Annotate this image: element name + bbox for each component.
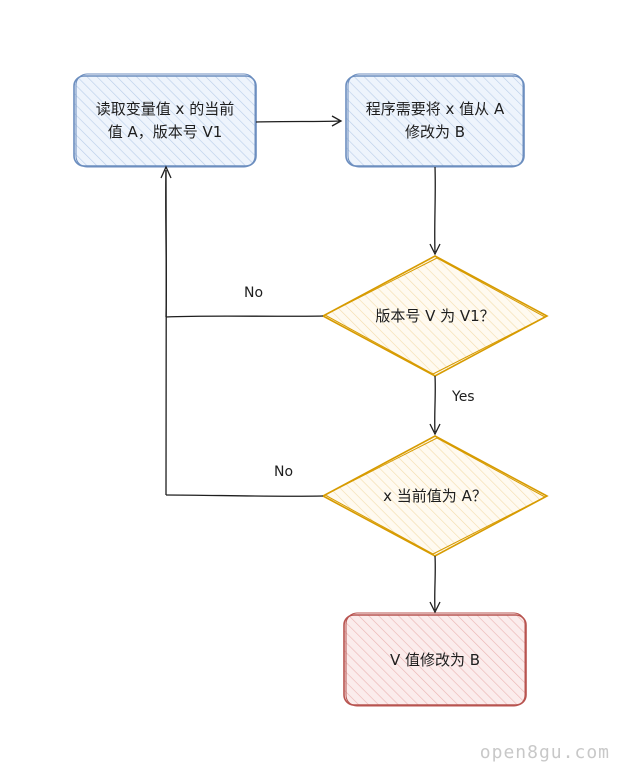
node-read-value: 读取变量值 x 的当前 值 A，版本号 V1 (73, 73, 257, 168)
node-check-value-text: x 当前值为 A？ (383, 487, 487, 505)
node-update-value-text: V 值修改为 B (390, 651, 480, 669)
node-modify-intent: 程序需要将 x 值从 A 修改为 B (345, 73, 525, 168)
edge-label-version-yes: Yes (451, 389, 475, 405)
node-modify-intent-line2: 修改为 B (405, 123, 465, 141)
edge-value-to-update (429, 555, 441, 614)
node-check-version-text: 版本号 V 为 V1？ (375, 307, 494, 325)
node-read-value-line1: 读取变量值 x 的当前 (96, 100, 234, 118)
edge-value-no (160, 165, 324, 497)
edge-version-yes (429, 375, 441, 436)
node-check-version: 版本号 V 为 V1？ (321, 255, 549, 377)
watermark: open8gu.com (480, 742, 610, 763)
edge-label-version-no: No (244, 285, 263, 301)
node-read-value-line2: 值 A，版本号 V1 (108, 123, 223, 141)
node-update-value: V 值修改为 B (343, 612, 527, 707)
edge-modify-to-version (429, 166, 441, 256)
edge-read-to-modify (255, 115, 343, 127)
node-check-value: x 当前值为 A？ (321, 435, 549, 557)
edge-label-value-no: No (274, 464, 293, 480)
node-modify-intent-line1: 程序需要将 x 值从 A (366, 100, 505, 118)
